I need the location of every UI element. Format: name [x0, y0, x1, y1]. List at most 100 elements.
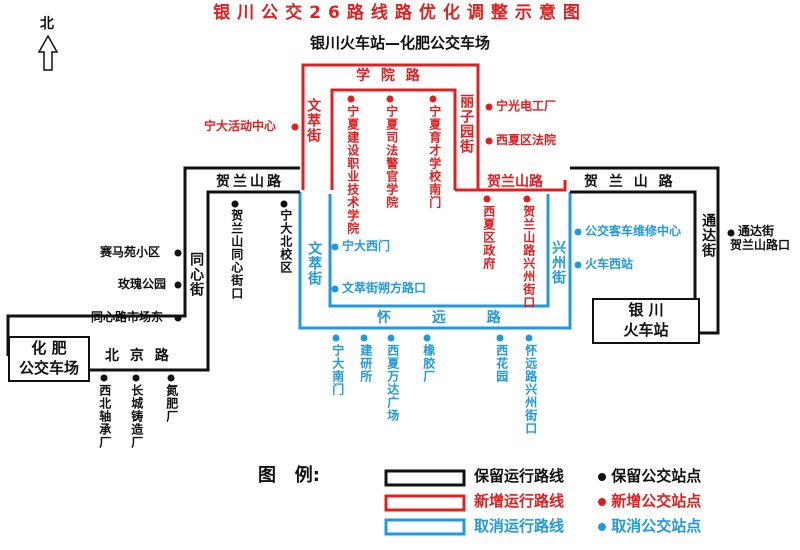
station-dot	[167, 374, 175, 382]
map-title: 银川公交26路线路优化调整示意图	[213, 3, 587, 23]
station-rubber-factory: 橡胶厂	[421, 344, 436, 383]
road-tongda: 通达街	[700, 213, 717, 258]
station-dot	[485, 137, 493, 145]
station-dot	[574, 261, 582, 269]
station-police-college: 宁夏司法警官学院	[384, 105, 399, 209]
station-yucai-school: 宁夏育才学校南门	[427, 105, 442, 209]
station-ningda-west: 宁大西门	[342, 239, 391, 253]
road-wencui-south: 文萃街	[306, 241, 323, 286]
road-helanshan-red: 贺兰山路	[487, 174, 543, 190]
station-helanshan-xingzhou: 贺兰山路兴州街口	[521, 205, 536, 309]
legend-cancel-stop: 取消公交站点	[598, 517, 702, 535]
station-dot	[332, 334, 340, 342]
new-route-inner-line	[330, 88, 457, 190]
legend-keep-swatch	[384, 469, 466, 487]
station-ningda-south: 宁大南门	[330, 344, 345, 396]
legend-new-stop: 新增公交站点	[598, 492, 702, 510]
station-dot	[174, 281, 182, 289]
road-wencui-north: 文萃街	[305, 98, 322, 143]
station-wencui-shuofang: 文萃街朔方路口	[342, 281, 427, 295]
station-tongda-line1: 通达街	[738, 224, 775, 238]
station-construction-college: 宁夏建设职业技术学院	[345, 105, 360, 235]
terminal-yinchuan-line2: 火车站	[623, 321, 669, 339]
terminal-huafei: 化 肥 公交车场	[8, 336, 90, 382]
legend-cancel-stop-label: 取消公交站点	[611, 517, 702, 535]
legend-cancel-line: 取消运行路线	[474, 517, 565, 535]
station-dot	[331, 243, 339, 251]
station-danfei: 氮肥厂	[164, 384, 179, 423]
station-xihuayuan: 西花园	[494, 344, 509, 383]
legend-new-stop-label: 新增公交站点	[611, 492, 702, 510]
station-meigui-park: 玫瑰公园	[118, 277, 167, 291]
terminal-huafei-line1: 化 肥	[31, 339, 67, 357]
new-stop-dot-icon	[598, 497, 606, 506]
station-saimayuan: 赛马苑小区	[100, 245, 161, 259]
road-huaiyuan: 怀 远 路	[377, 310, 519, 326]
station-xixia-gov: 西夏区政府	[481, 205, 496, 270]
station-ningda-activity: 宁大活动中心	[204, 119, 277, 133]
station-xibei-bearing: 西北轴承厂	[97, 384, 112, 449]
road-tongxin: 同心街	[188, 252, 205, 297]
cancel-route-inner-line	[328, 194, 550, 308]
compass-label: 北	[40, 16, 54, 32]
station-dot	[483, 195, 491, 203]
station-huaiyuan-xingzhou: 怀远路兴州街口	[523, 344, 538, 435]
station-tongxin-market: 同心路市场东	[91, 310, 164, 324]
terminal-yinchuan-line1: 银 川	[628, 301, 664, 319]
station-dot	[100, 374, 108, 382]
station-ningguang-factory: 宁光电工厂	[496, 99, 557, 113]
legend-new-swatch	[384, 494, 466, 512]
legend-title: 图 例:	[258, 465, 320, 486]
cancel-stop-dot-icon	[598, 522, 606, 531]
cancel-route-line	[298, 192, 572, 330]
station-dot	[496, 334, 504, 342]
legend-keep-stop: 保留公交站点	[598, 467, 701, 485]
station-dot	[280, 200, 288, 208]
station-dot	[423, 334, 431, 342]
station-dot	[291, 123, 299, 131]
keep-stop-dot-icon	[598, 472, 606, 481]
road-helanshan-west: 贺兰山路	[216, 174, 284, 190]
station-helanshan-tongxin: 贺兰山同心街口	[229, 209, 244, 300]
station-changcheng-casting: 长城铸造厂	[129, 384, 144, 449]
station-dot	[347, 95, 355, 103]
keep-route-east-inner-line	[570, 190, 697, 298]
keep-route-inner-line	[88, 190, 300, 372]
keep-route-outer-line	[6, 166, 300, 356]
road-xingzhou: 兴州街	[550, 240, 567, 285]
station-dot	[387, 334, 395, 342]
station-ningda-north: 宁大北校区	[278, 209, 293, 274]
station-jianyansuo: 建研所	[358, 344, 373, 383]
keep-route-east-line	[570, 166, 720, 335]
station-tongda-line2: 贺兰山路口	[730, 237, 791, 252]
station-bus-repair: 公交客车维修中心	[585, 224, 682, 238]
terminal-huafei-line2: 公交车场	[18, 359, 79, 377]
station-dot	[132, 374, 140, 382]
map-subtitle: 银川火车站—化肥公交车场	[309, 34, 490, 52]
legend-keep-line: 保留运行路线	[474, 467, 565, 485]
station-wanda-plaza: 西夏万达广场	[385, 344, 400, 422]
station-tongda-helanshan: 通达街 贺兰山路口	[730, 224, 790, 253]
station-dot	[523, 195, 531, 203]
road-helanshan-east: 贺 兰 山 路	[584, 174, 676, 190]
station-dot	[574, 228, 582, 236]
station-dot	[360, 334, 368, 342]
station-dot	[727, 229, 735, 237]
station-dot	[525, 334, 533, 342]
terminal-yinchuan-station: 银 川 火车站	[592, 298, 700, 344]
road-xueyuan: 学 院 路	[356, 68, 423, 84]
station-dot	[231, 200, 239, 208]
station-dot	[174, 314, 182, 322]
north-arrow-icon	[37, 34, 59, 71]
station-dot	[386, 95, 394, 103]
station-huoche-west: 火车西站	[585, 257, 634, 271]
station-dot	[485, 103, 493, 111]
station-dot	[331, 285, 339, 293]
legend-new-line: 新增运行路线	[474, 492, 565, 510]
road-lizi: 丽子园街	[458, 94, 475, 154]
road-beijing: 北 京 路	[105, 348, 172, 364]
station-xixia-court: 西夏区法院	[496, 133, 557, 147]
station-dot	[429, 95, 437, 103]
station-dot	[174, 249, 182, 257]
